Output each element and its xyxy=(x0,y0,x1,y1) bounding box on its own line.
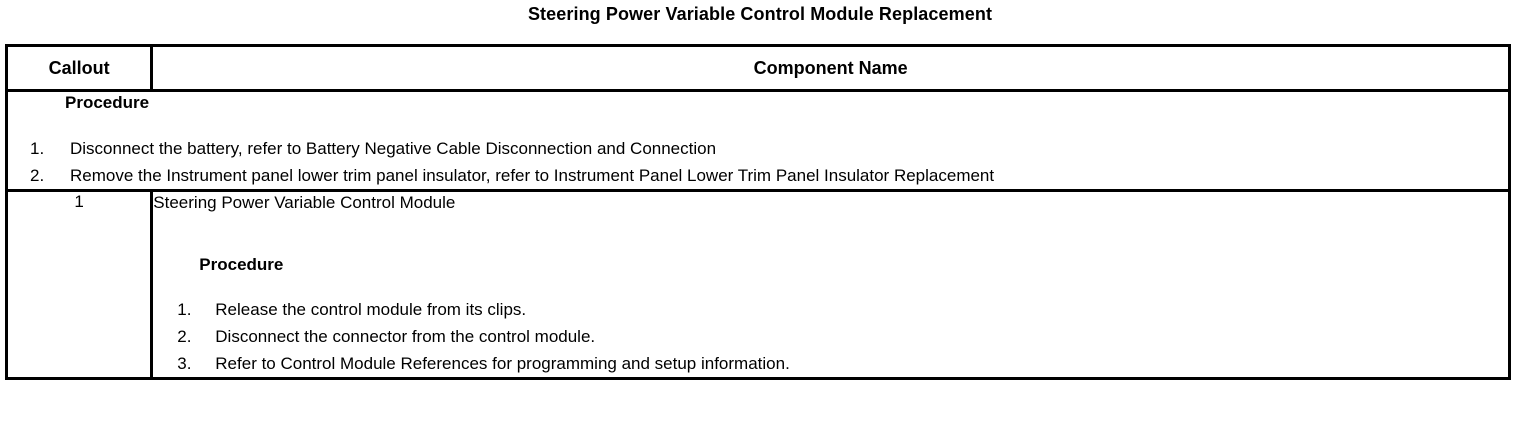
table-row: 1 Steering Power Variable Control Module… xyxy=(4,189,1511,380)
list-item-number: 1. xyxy=(177,299,192,319)
component-title: Steering Power Variable Control Module xyxy=(153,193,456,213)
list-item: 1. Disconnect the battery, refer to Batt… xyxy=(8,135,1508,162)
list-item-number: 1. xyxy=(30,139,45,159)
list-item: 2. Disconnect the connector from the con… xyxy=(153,323,1508,350)
procedure-heading: Procedure xyxy=(65,93,150,112)
list-item-text: Disconnect the connector from the contro… xyxy=(215,326,596,346)
component-procedure-heading: Procedure xyxy=(199,255,284,275)
list-item: 1. Release the control module from its c… xyxy=(153,296,1508,323)
callout-number-cell: 1 xyxy=(4,189,154,380)
column-header-component-name: Component Name xyxy=(150,44,1511,92)
list-item-number: 2. xyxy=(177,326,192,346)
component-step-list: 1. Release the control module from its c… xyxy=(153,296,1508,377)
list-item-text: Disconnect the battery, refer to Battery… xyxy=(70,139,717,159)
column-header-callout: Callout xyxy=(4,44,154,92)
table-row-procedure: Procedure 1. Disconnect the battery, ref… xyxy=(5,88,1511,193)
list-item: 3. Refer to Control Module References fo… xyxy=(153,350,1508,377)
list-item-number: 2. xyxy=(30,166,45,186)
list-item-number: 3. xyxy=(177,353,192,373)
list-item: 2. Remove the Instrument panel lower tri… xyxy=(8,162,1508,189)
procedure-cell: Procedure 1. Disconnect the battery, ref… xyxy=(5,88,1511,193)
table-header-row: Callout Component Name xyxy=(4,44,1511,92)
component-detail-cell: Steering Power Variable Control Module P… xyxy=(150,189,1511,380)
list-item-text: Remove the Instrument panel lower trim p… xyxy=(70,166,995,186)
list-item-text: Release the control module from its clip… xyxy=(215,299,527,319)
list-item-text: Refer to Control Module References for p… xyxy=(215,353,790,373)
page-title: Steering Power Variable Control Module R… xyxy=(527,4,993,24)
procedure-table: Callout Component Name Procedure 1. Disc… xyxy=(4,44,1511,380)
procedure-step-list: 1. Disconnect the battery, refer to Batt… xyxy=(8,135,1508,189)
